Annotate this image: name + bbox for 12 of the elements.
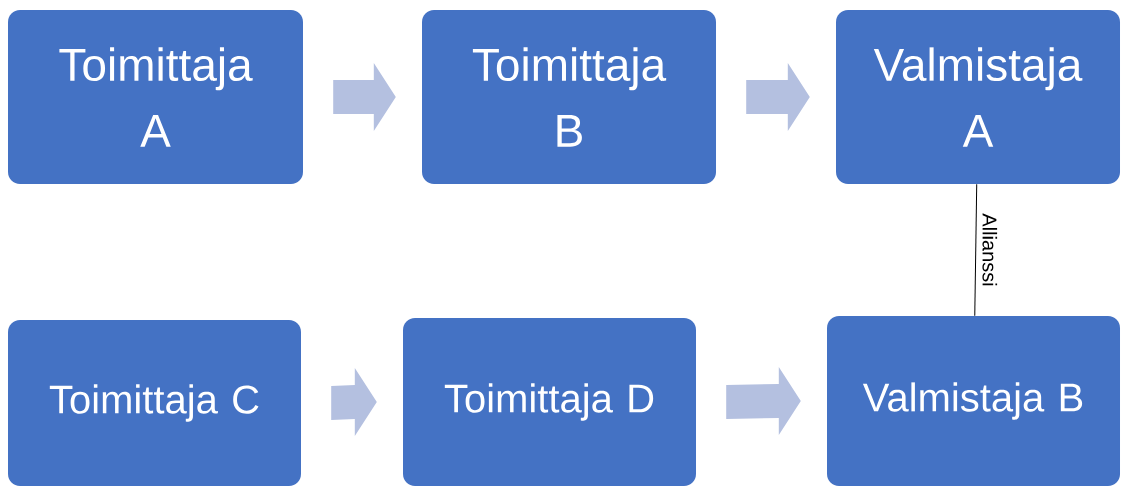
connector-line [974, 183, 978, 317]
process-box: Valmistaja A [836, 10, 1120, 184]
process-box: Toimittaja C [8, 320, 301, 486]
edge-label: Allianssi [982, 213, 998, 286]
process-box: Valmistaja B [827, 316, 1120, 486]
block-arrow [333, 63, 396, 131]
process-box: Toimittaja D [403, 318, 696, 486]
block-arrow [746, 63, 810, 131]
process-box: Toimittaja A [8, 10, 303, 184]
process-box: Toimittaja B [422, 10, 716, 184]
block-arrow [331, 368, 377, 436]
block-arrow [726, 367, 801, 435]
